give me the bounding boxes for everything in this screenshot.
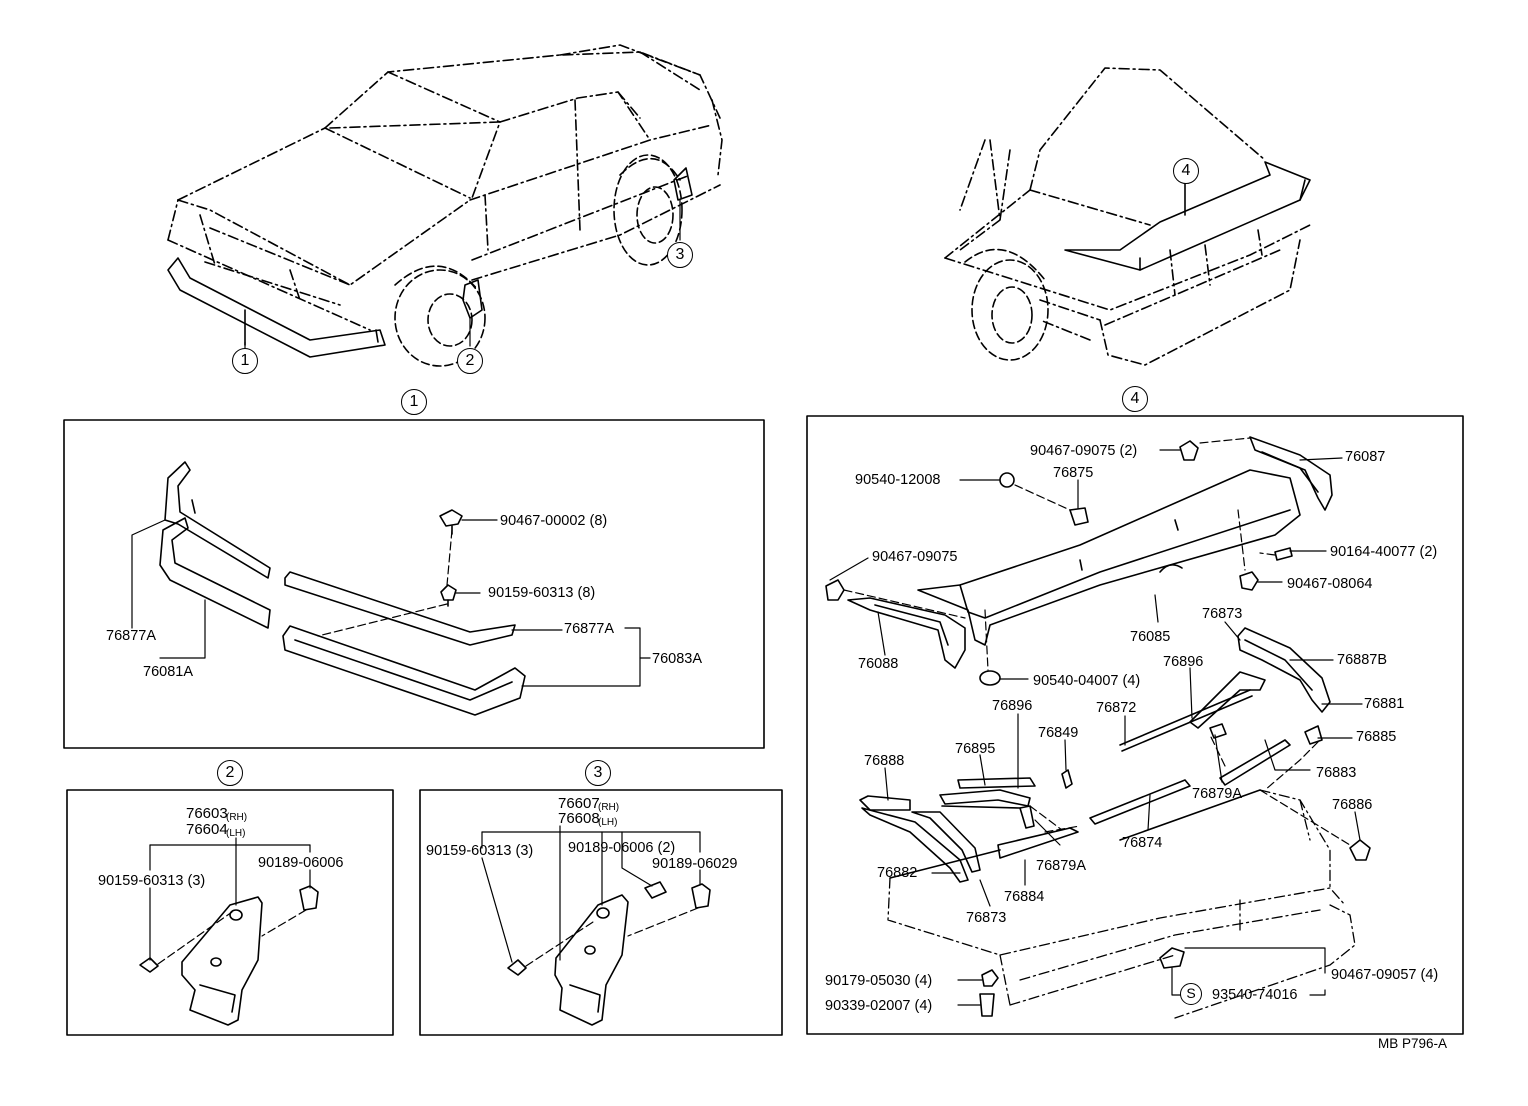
part-76849: 76849: [1038, 725, 1079, 741]
figure-code: MB P796-A: [1378, 1036, 1448, 1051]
panel-1-leaders: [131, 519, 651, 687]
part-76874: 76874: [1122, 835, 1163, 851]
part-76881: 76881: [1364, 696, 1405, 712]
overview-leaders: [244, 199, 681, 349]
part-76884: 76884: [1004, 889, 1045, 905]
part-76896-left: 76896: [992, 698, 1033, 714]
panel-4-leaders: [829, 449, 1363, 1006]
part-76872: 76872: [1096, 700, 1137, 716]
panel-2-parts: [139, 885, 319, 1026]
part-90164-40077: 90164-40077 (2): [1330, 544, 1438, 560]
callout-4-overview: 4: [1173, 158, 1199, 184]
panel-2-frame: [66, 789, 394, 1036]
part-76886: 76886: [1332, 797, 1373, 813]
part-76087: 76087: [1345, 449, 1386, 465]
part-90179-05030: 90179-05030 (4): [825, 973, 933, 989]
label-lh-panel2: (LH): [226, 828, 246, 839]
callout-3-overview: 3: [667, 242, 693, 268]
part-90189-06006-panel2: 90189-06006: [258, 855, 344, 871]
mudguards-overview: [462, 167, 693, 319]
panel-1-parts: [159, 461, 526, 716]
label-rh-panel3: (RH): [598, 802, 620, 813]
part-76608: 76608: [558, 810, 600, 827]
panel-3-dashed-guides: [525, 907, 699, 967]
part-76088: 76088: [858, 656, 899, 672]
part-76603: 76603: [186, 805, 228, 822]
callout-2-panel-header: 2: [217, 760, 243, 786]
part-76896-right: 76896: [1163, 654, 1204, 670]
part-76604: 76604: [186, 821, 228, 838]
panel-3-leaders: [481, 825, 701, 963]
panel-4-parts: [825, 436, 1333, 883]
part-76879A-left: 76879A: [1036, 858, 1086, 874]
part-76879A-right: 76879A: [1192, 786, 1242, 802]
part-76875: 76875: [1053, 465, 1094, 481]
part-76888: 76888: [864, 753, 905, 769]
panel-3-parts: [507, 881, 711, 1026]
part-90540-12008: 90540-12008: [855, 472, 941, 488]
front-spoiler-overview: [167, 257, 386, 358]
callout-3-panel-header: 3: [585, 760, 611, 786]
part-76887B: 76887B: [1337, 652, 1387, 668]
part-90467-09057: 90467-09057 (4): [1331, 967, 1439, 983]
part-90540-04007: 90540-04007 (4): [1033, 673, 1141, 689]
callout-1-overview: 1: [232, 348, 258, 374]
part-76885: 76885: [1356, 729, 1397, 745]
label-rh-panel2: (RH): [226, 812, 248, 823]
part-76883: 76883: [1316, 765, 1357, 781]
panel-1-dashed-guides: [317, 529, 453, 637]
panel-2-leaders: [149, 837, 311, 961]
part-76877A-right: 76877A: [564, 621, 614, 637]
part-76083A: 76083A: [652, 651, 702, 667]
callout-2-overview: 2: [457, 348, 483, 374]
front-car-wheels: [394, 154, 683, 367]
part-76085: 76085: [1130, 629, 1171, 645]
panel-1-frame: [63, 419, 765, 749]
part-90467-00002: 90467-00002 (8): [500, 513, 608, 529]
label-lh-panel3: (LH): [598, 817, 618, 828]
part-90189-06006-panel3: 90189-06006 (2): [568, 840, 676, 856]
callout-1-panel-header: 1: [401, 389, 427, 415]
front-car-illustration: [167, 44, 723, 331]
part-90339-02007: 90339-02007 (4): [825, 998, 933, 1014]
part-76873-top: 76873: [1202, 606, 1243, 622]
part-76873-bottom: 76873: [966, 910, 1007, 926]
part-76895: 76895: [955, 741, 996, 757]
panel-4-dashed-guides: [843, 437, 1351, 846]
rear-car-illustration: [944, 67, 1311, 366]
part-90467-09075: 90467-09075: [872, 549, 958, 565]
rear-spoiler-overview: [1064, 161, 1311, 271]
part-90467-08064: 90467-08064: [1287, 576, 1373, 592]
symbol-s-circle: S: [1180, 983, 1202, 1005]
panel-4-bumper-dashed: [887, 789, 1356, 1019]
part-93540-74016: 93540-74016: [1212, 987, 1298, 1003]
panel-3-frame: [419, 789, 783, 1036]
panel-4-frame: [806, 415, 1464, 1035]
part-90159-60313-panel3: 90159-60313 (3): [426, 843, 534, 859]
part-76877A-left: 76877A: [106, 628, 156, 644]
panel-4-fasteners-bottom: [979, 839, 1371, 1017]
part-90159-60313-panel1: 90159-60313 (8): [488, 585, 596, 601]
part-76882: 76882: [877, 865, 918, 881]
panel-2-dashed-guides: [157, 909, 307, 965]
part-76081A: 76081A: [143, 664, 193, 680]
rear-car-wheel: [964, 248, 1049, 361]
part-90189-06029: 90189-06029: [652, 856, 738, 872]
part-76607: 76607: [558, 795, 600, 812]
part-90467-09075-2: 90467-09075 (2): [1030, 443, 1138, 459]
callout-4-panel-header: 4: [1122, 386, 1148, 412]
part-90159-60313-panel2: 90159-60313 (3): [98, 873, 206, 889]
